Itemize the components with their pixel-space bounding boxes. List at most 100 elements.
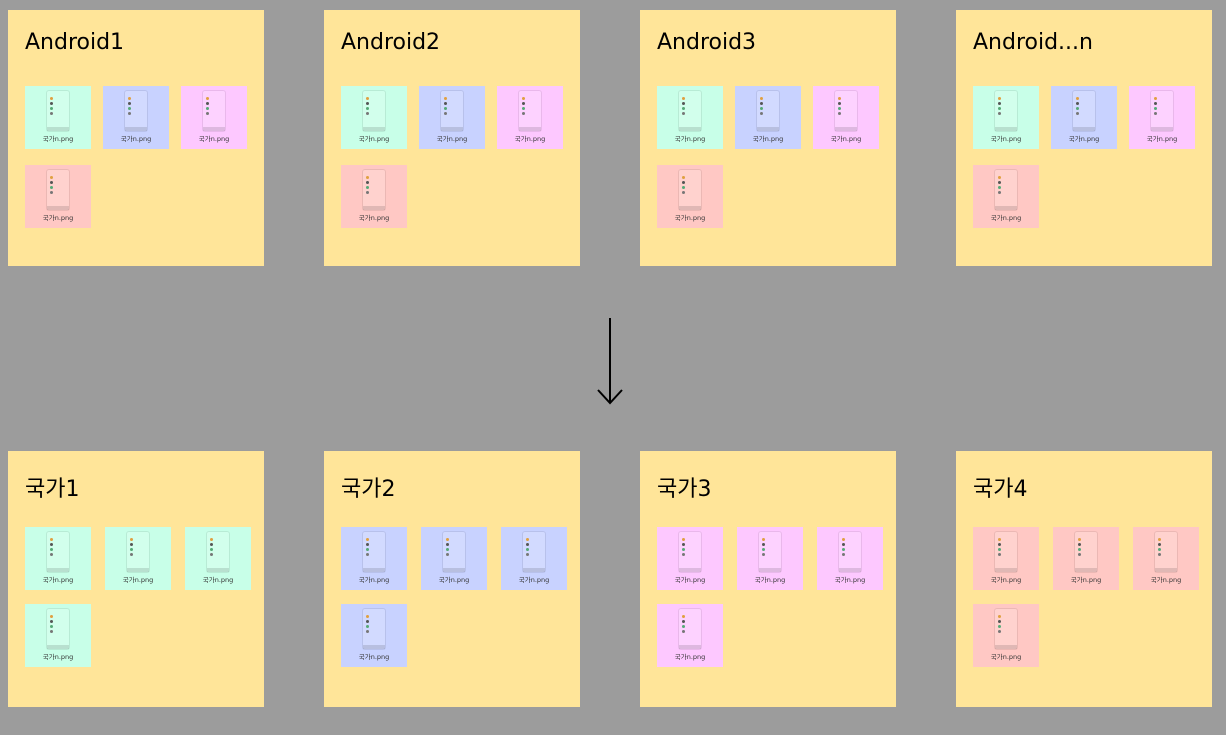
file-thumbnail[interactable]: 국가n.png	[1051, 86, 1117, 149]
file-name: 국가n.png	[754, 576, 786, 584]
file-thumbnail[interactable]: 국가n.png	[1129, 86, 1195, 149]
file-thumbnail[interactable]: 국가n.png	[1133, 527, 1199, 590]
file-thumbnail[interactable]: 국가n.png	[25, 165, 91, 228]
file-group: 국가n.png 국가n.png 국가n.png 국가n.png	[324, 451, 580, 707]
file-thumbnail[interactable]: 국가n.png	[341, 165, 407, 228]
panel-title: 국가3	[657, 477, 712, 502]
file-name: 국가n.png	[674, 214, 706, 222]
android-panel-3: Android3 국가n.png 국가n.png 국가n.png 국가n.png	[640, 10, 896, 266]
phone-screenshot-icon	[839, 532, 861, 572]
phone-screenshot-icon	[47, 532, 69, 572]
file-name: 국가n.png	[674, 576, 706, 584]
file-thumbnail[interactable]: 국가n.png	[737, 527, 803, 590]
file-group: 국가n.png 국가n.png 국가n.png 국가n.png	[324, 10, 580, 266]
file-thumbnail[interactable]: 국가n.png	[973, 604, 1039, 667]
file-name: 국가n.png	[438, 576, 470, 584]
phone-screenshot-icon	[363, 170, 385, 210]
file-name: 국가n.png	[674, 135, 706, 143]
phone-screenshot-icon	[203, 91, 225, 131]
file-name: 국가n.png	[990, 214, 1022, 222]
file-name: 국가n.png	[358, 135, 390, 143]
file-group: 국가n.png 국가n.png 국가n.png 국가n.png	[956, 10, 1212, 266]
phone-screenshot-icon	[363, 91, 385, 131]
panel-title: Android3	[657, 30, 757, 55]
phone-screenshot-icon	[441, 91, 463, 131]
file-thumbnail[interactable]: 국가n.png	[181, 86, 247, 149]
phone-screenshot-icon	[757, 91, 779, 131]
file-thumbnail[interactable]: 국가n.png	[973, 165, 1039, 228]
file-name: 국가n.png	[358, 653, 390, 661]
country-panel-3: 국가3 국가n.png 국가n.png 국가n.png 국가n.png	[640, 451, 896, 707]
phone-screenshot-icon	[995, 609, 1017, 649]
file-name: 국가n.png	[42, 653, 74, 661]
file-name: 국가n.png	[1146, 135, 1178, 143]
file-name: 국가n.png	[198, 135, 230, 143]
file-name: 국가n.png	[202, 576, 234, 584]
phone-screenshot-icon	[995, 170, 1017, 210]
phone-screenshot-icon	[47, 170, 69, 210]
android-panel-2: Android2 국가n.png 국가n.png 국가n.png 국가n.png	[324, 10, 580, 266]
panel-title: 국가2	[341, 477, 396, 502]
file-thumbnail[interactable]: 국가n.png	[973, 86, 1039, 149]
file-thumbnail[interactable]: 국가n.png	[817, 527, 883, 590]
country-panel-2: 국가2 국가n.png 국가n.png 국가n.png 국가n.png	[324, 451, 580, 707]
phone-screenshot-icon	[679, 91, 701, 131]
file-name: 국가n.png	[990, 576, 1022, 584]
file-thumbnail[interactable]: 국가n.png	[501, 527, 567, 590]
file-name: 국가n.png	[120, 135, 152, 143]
file-thumbnail[interactable]: 국가n.png	[813, 86, 879, 149]
file-name: 국가n.png	[1070, 576, 1102, 584]
panel-title: Android2	[341, 30, 441, 55]
file-thumbnail[interactable]: 국가n.png	[657, 165, 723, 228]
file-thumbnail[interactable]: 국가n.png	[25, 527, 91, 590]
panel-title: Android1	[25, 30, 125, 55]
file-thumbnail[interactable]: 국가n.png	[657, 86, 723, 149]
file-thumbnail[interactable]: 국가n.png	[103, 86, 169, 149]
phone-screenshot-icon	[679, 170, 701, 210]
file-thumbnail[interactable]: 국가n.png	[497, 86, 563, 149]
file-name: 국가n.png	[674, 653, 706, 661]
file-name: 국가n.png	[514, 135, 546, 143]
file-thumbnail[interactable]: 국가n.png	[1053, 527, 1119, 590]
phone-screenshot-icon	[125, 91, 147, 131]
file-name: 국가n.png	[752, 135, 784, 143]
phone-screenshot-icon	[1073, 91, 1095, 131]
file-group: 국가n.png 국가n.png 국가n.png 국가n.png	[640, 451, 896, 707]
file-thumbnail[interactable]: 국가n.png	[25, 86, 91, 149]
phone-screenshot-icon	[207, 532, 229, 572]
file-name: 국가n.png	[834, 576, 866, 584]
android-panel-1: Android1 국가n.png 국가n.png 국가n.png 국가n.png	[8, 10, 264, 266]
down-arrow-icon	[597, 318, 623, 405]
file-name: 국가n.png	[42, 576, 74, 584]
file-thumbnail[interactable]: 국가n.png	[185, 527, 251, 590]
file-thumbnail[interactable]: 국가n.png	[105, 527, 171, 590]
file-thumbnail[interactable]: 국가n.png	[421, 527, 487, 590]
file-name: 국가n.png	[1068, 135, 1100, 143]
file-thumbnail[interactable]: 국가n.png	[735, 86, 801, 149]
phone-screenshot-icon	[679, 532, 701, 572]
phone-screenshot-icon	[363, 609, 385, 649]
file-thumbnail[interactable]: 국가n.png	[341, 527, 407, 590]
phone-screenshot-icon	[1075, 532, 1097, 572]
file-name: 국가n.png	[830, 135, 862, 143]
file-thumbnail[interactable]: 국가n.png	[657, 527, 723, 590]
file-group: 국가n.png 국가n.png 국가n.png 국가n.png	[8, 10, 264, 266]
file-thumbnail[interactable]: 국가n.png	[341, 604, 407, 667]
file-thumbnail[interactable]: 국가n.png	[25, 604, 91, 667]
file-thumbnail[interactable]: 국가n.png	[973, 527, 1039, 590]
phone-screenshot-icon	[363, 532, 385, 572]
file-group: 국가n.png 국가n.png 국가n.png 국가n.png	[956, 451, 1212, 707]
file-name: 국가n.png	[42, 135, 74, 143]
file-name: 국가n.png	[358, 576, 390, 584]
phone-screenshot-icon	[443, 532, 465, 572]
file-name: 국가n.png	[1150, 576, 1182, 584]
phone-screenshot-icon	[759, 532, 781, 572]
phone-screenshot-icon	[679, 609, 701, 649]
file-thumbnail[interactable]: 국가n.png	[341, 86, 407, 149]
file-name: 국가n.png	[358, 214, 390, 222]
phone-screenshot-icon	[47, 91, 69, 131]
file-thumbnail[interactable]: 국가n.png	[419, 86, 485, 149]
file-thumbnail[interactable]: 국가n.png	[657, 604, 723, 667]
phone-screenshot-icon	[47, 609, 69, 649]
